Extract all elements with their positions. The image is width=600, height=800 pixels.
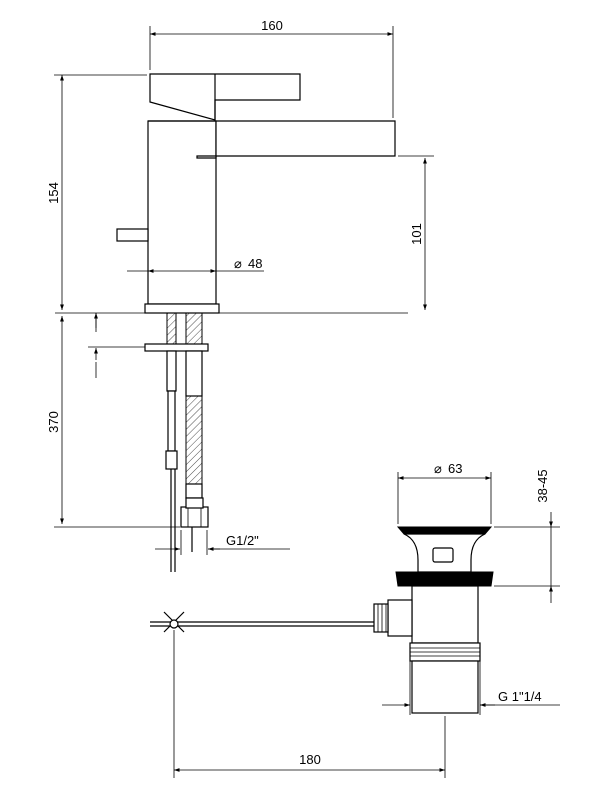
dim-height-38-45: 38-45 <box>494 469 560 603</box>
dim-width-160: 160 <box>149 18 394 118</box>
dim-hose-370: 370 <box>46 316 180 528</box>
dim-160-label: 160 <box>261 18 283 33</box>
dim-63-symbol: ⌀ <box>434 461 442 476</box>
dim-154-label: 154 <box>46 182 61 204</box>
dim-38-45-label: 38-45 <box>535 469 550 502</box>
dim-height-154: 154 <box>46 74 147 310</box>
dim-diameter-48: ⌀ 48 <box>127 256 264 273</box>
dim-g114-label: G 1"1/4 <box>498 689 542 704</box>
dim-rod-180: 180 <box>173 630 446 778</box>
dim-g12-label: G1/2" <box>226 533 259 548</box>
dim-thread-g114: G 1"1/4 <box>382 661 560 715</box>
mounting-assembly <box>144 312 209 572</box>
dim-thread-g12: G1/2" <box>155 530 290 555</box>
dim-spout-101: 101 <box>398 155 434 310</box>
dim-101-label: 101 <box>409 223 424 245</box>
dim-48-symbol: ⌀ <box>234 256 242 271</box>
dim-48-label: 48 <box>248 256 262 271</box>
dim-63-label: 63 <box>448 461 462 476</box>
dim-180-label: 180 <box>299 752 321 767</box>
popup-rod <box>150 611 374 633</box>
waste-assembly <box>373 526 494 714</box>
faucet-body <box>116 73 396 314</box>
dim-370-label: 370 <box>46 411 61 433</box>
dim-counter-thickness <box>88 313 145 378</box>
dim-diameter-63: ⌀ 63 <box>397 461 492 524</box>
